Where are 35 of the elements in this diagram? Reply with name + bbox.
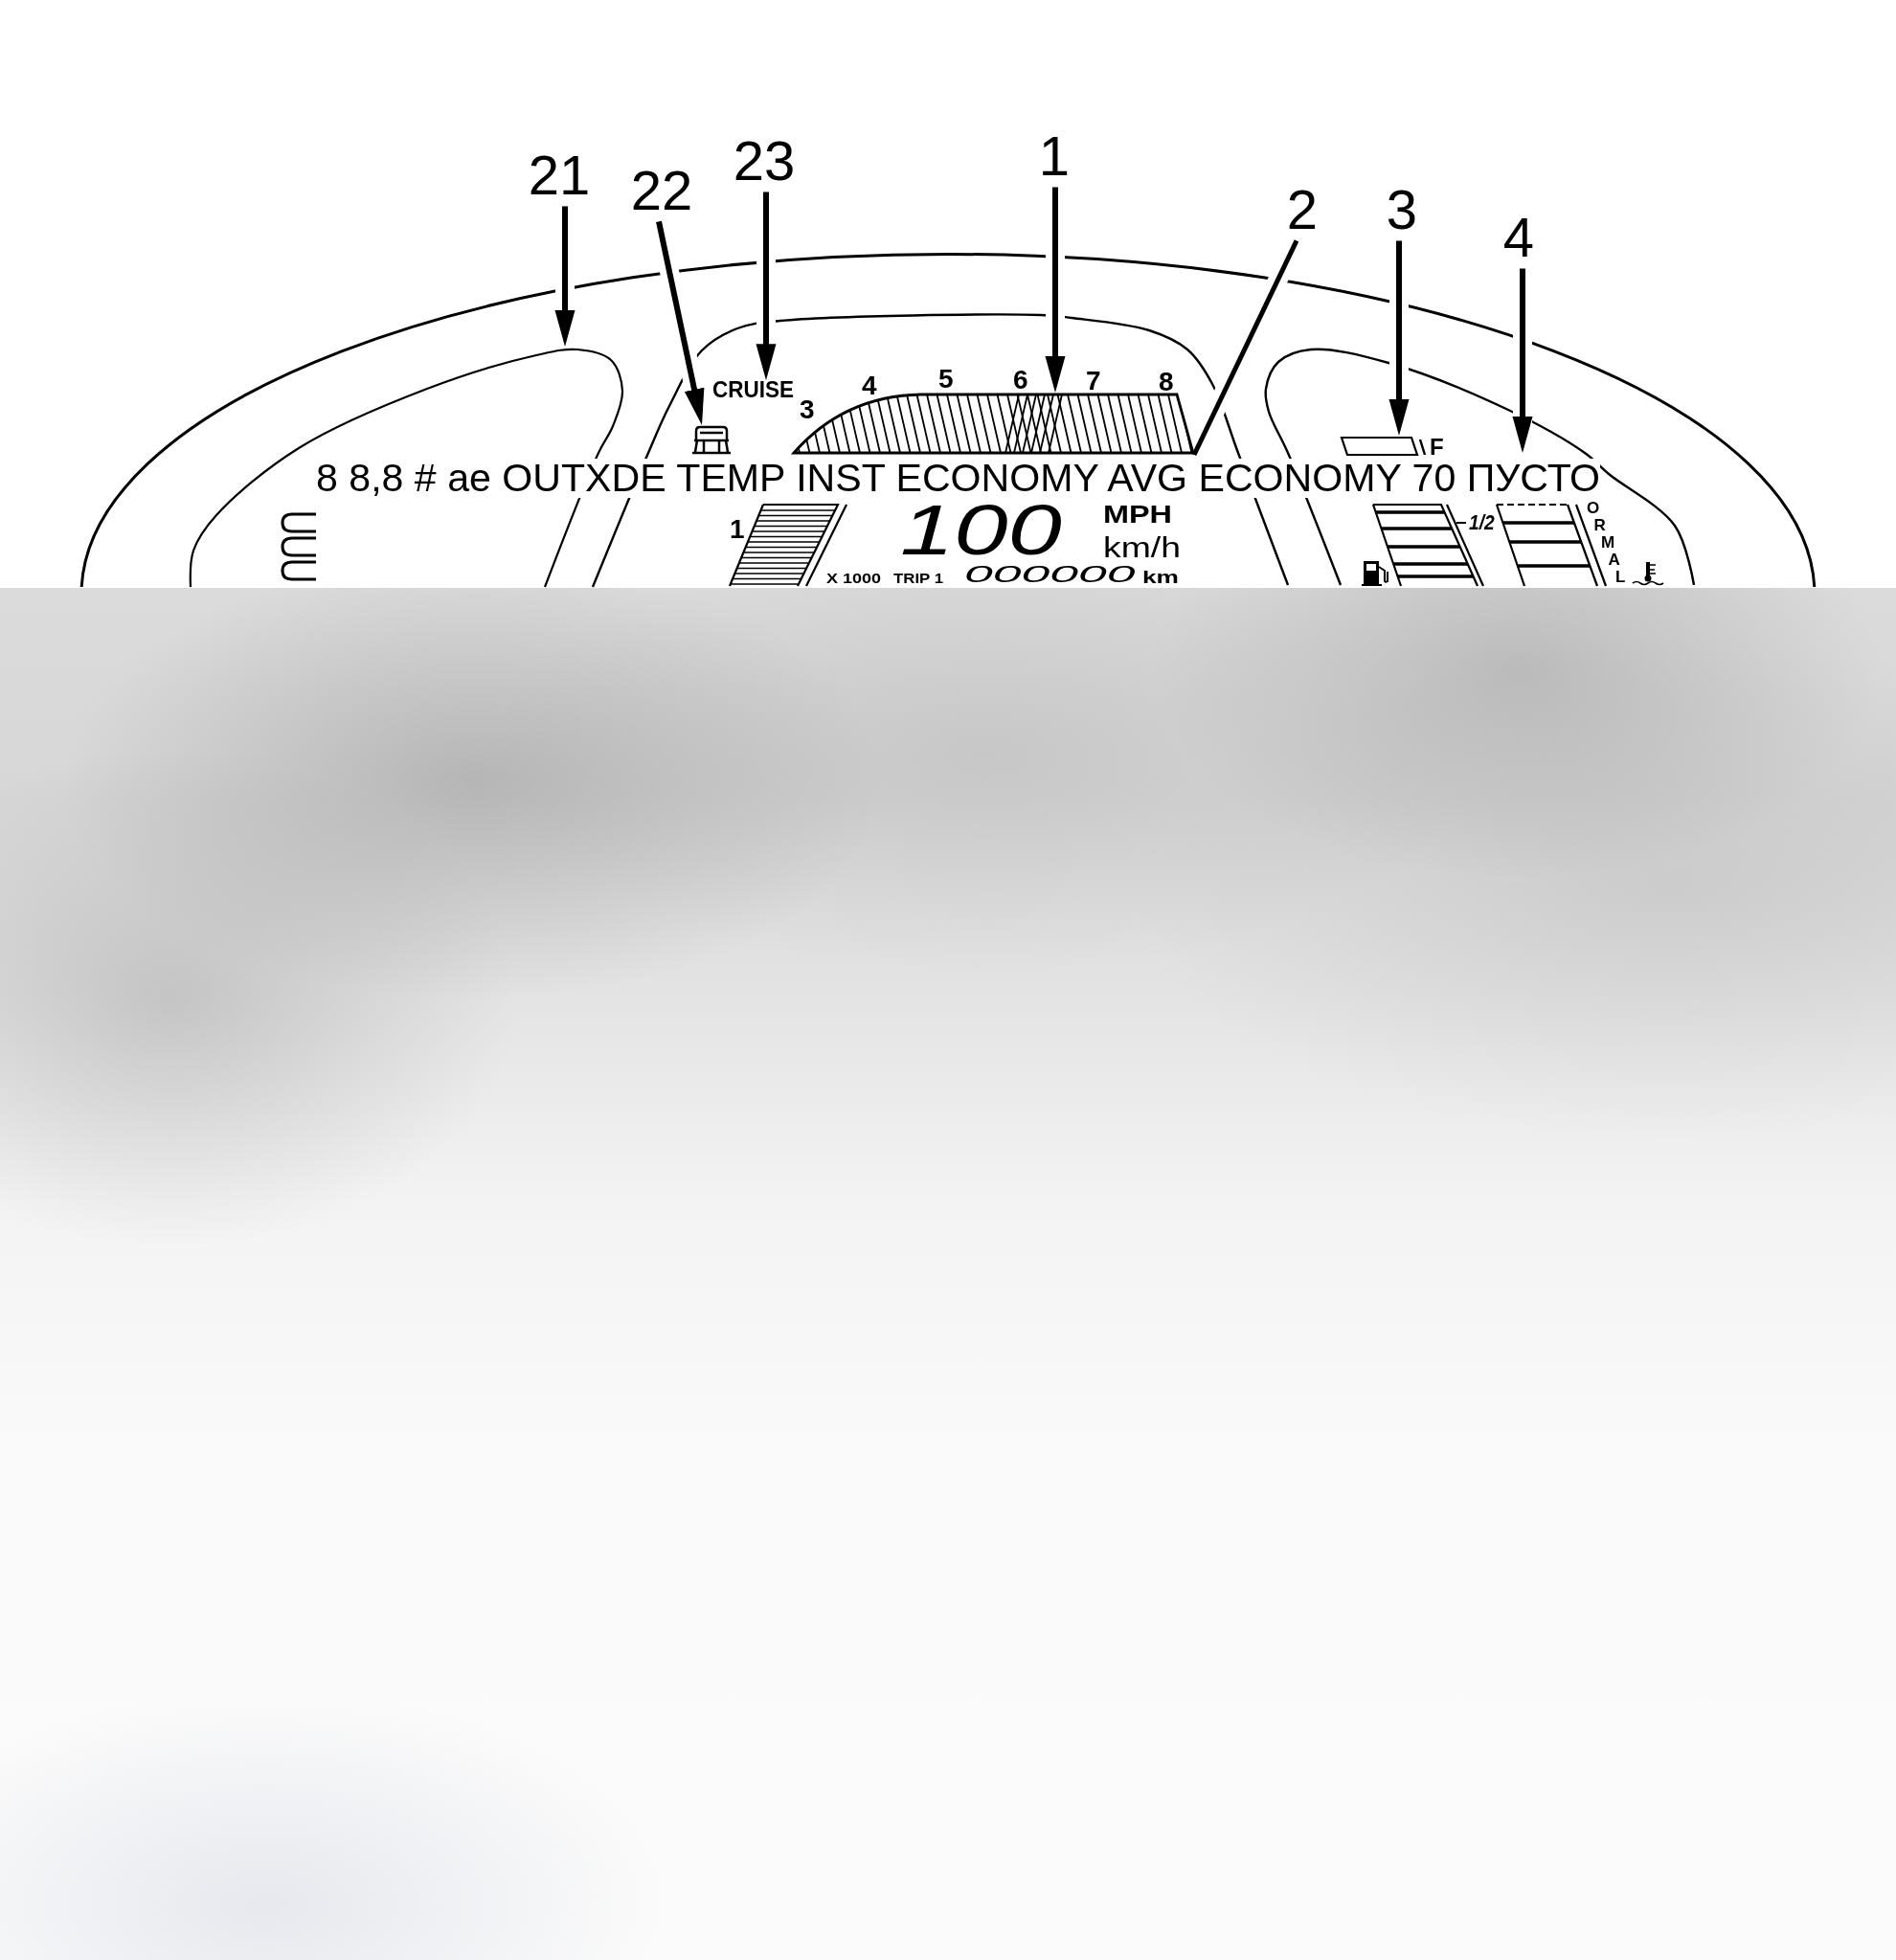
scale-number: 6 bbox=[1013, 367, 1028, 392]
speed-readout: 100 bbox=[900, 501, 1062, 558]
leader-arrow bbox=[1512, 268, 1533, 453]
leader-arrow bbox=[756, 191, 777, 381]
leader-arrow bbox=[1045, 187, 1066, 393]
scale-number: 8 bbox=[1159, 369, 1174, 394]
multiplier-label: X 1000 bbox=[826, 572, 881, 585]
scale-number: 1 bbox=[730, 516, 745, 541]
trip-label: TRIP 1 bbox=[893, 572, 943, 585]
leader-line bbox=[1191, 239, 1299, 457]
callout-number: 1 bbox=[1038, 128, 1071, 185]
leader-arrow bbox=[1388, 240, 1410, 436]
leader-arrow bbox=[554, 206, 576, 347]
scale-number: 4 bbox=[862, 372, 877, 397]
car-icon bbox=[691, 425, 732, 455]
scale-number: 7 bbox=[1086, 368, 1101, 393]
overlay-text: 8 8,8 # ae OUTXDE TEMP INST ECONOMY AVG ECONOMY 70 ПУСТО bbox=[316, 458, 1600, 498]
leader-arrow bbox=[656, 220, 705, 425]
callout-number: 21 bbox=[528, 147, 591, 204]
callout-number: 3 bbox=[1386, 182, 1418, 238]
unit-label: MPH bbox=[1103, 504, 1172, 526]
scale-number: 5 bbox=[938, 366, 954, 391]
unit-label: km/h bbox=[1103, 533, 1181, 560]
scale-number: 3 bbox=[800, 396, 815, 421]
indicator-label: CRUISE bbox=[712, 380, 794, 400]
unit-label: km bbox=[1142, 569, 1179, 586]
indicator-bar bbox=[1340, 436, 1419, 457]
callout-number: 23 bbox=[733, 133, 796, 190]
callout-number: 2 bbox=[1286, 182, 1319, 238]
callout-number: 22 bbox=[630, 163, 693, 219]
gauge-mark-label: F bbox=[1430, 437, 1444, 458]
scale-label: 1/2 bbox=[1469, 513, 1496, 532]
gauge-label: ORMAL bbox=[1587, 500, 1626, 586]
callout-number: 4 bbox=[1502, 210, 1535, 266]
odometer-readout: 000000 bbox=[964, 565, 1137, 585]
